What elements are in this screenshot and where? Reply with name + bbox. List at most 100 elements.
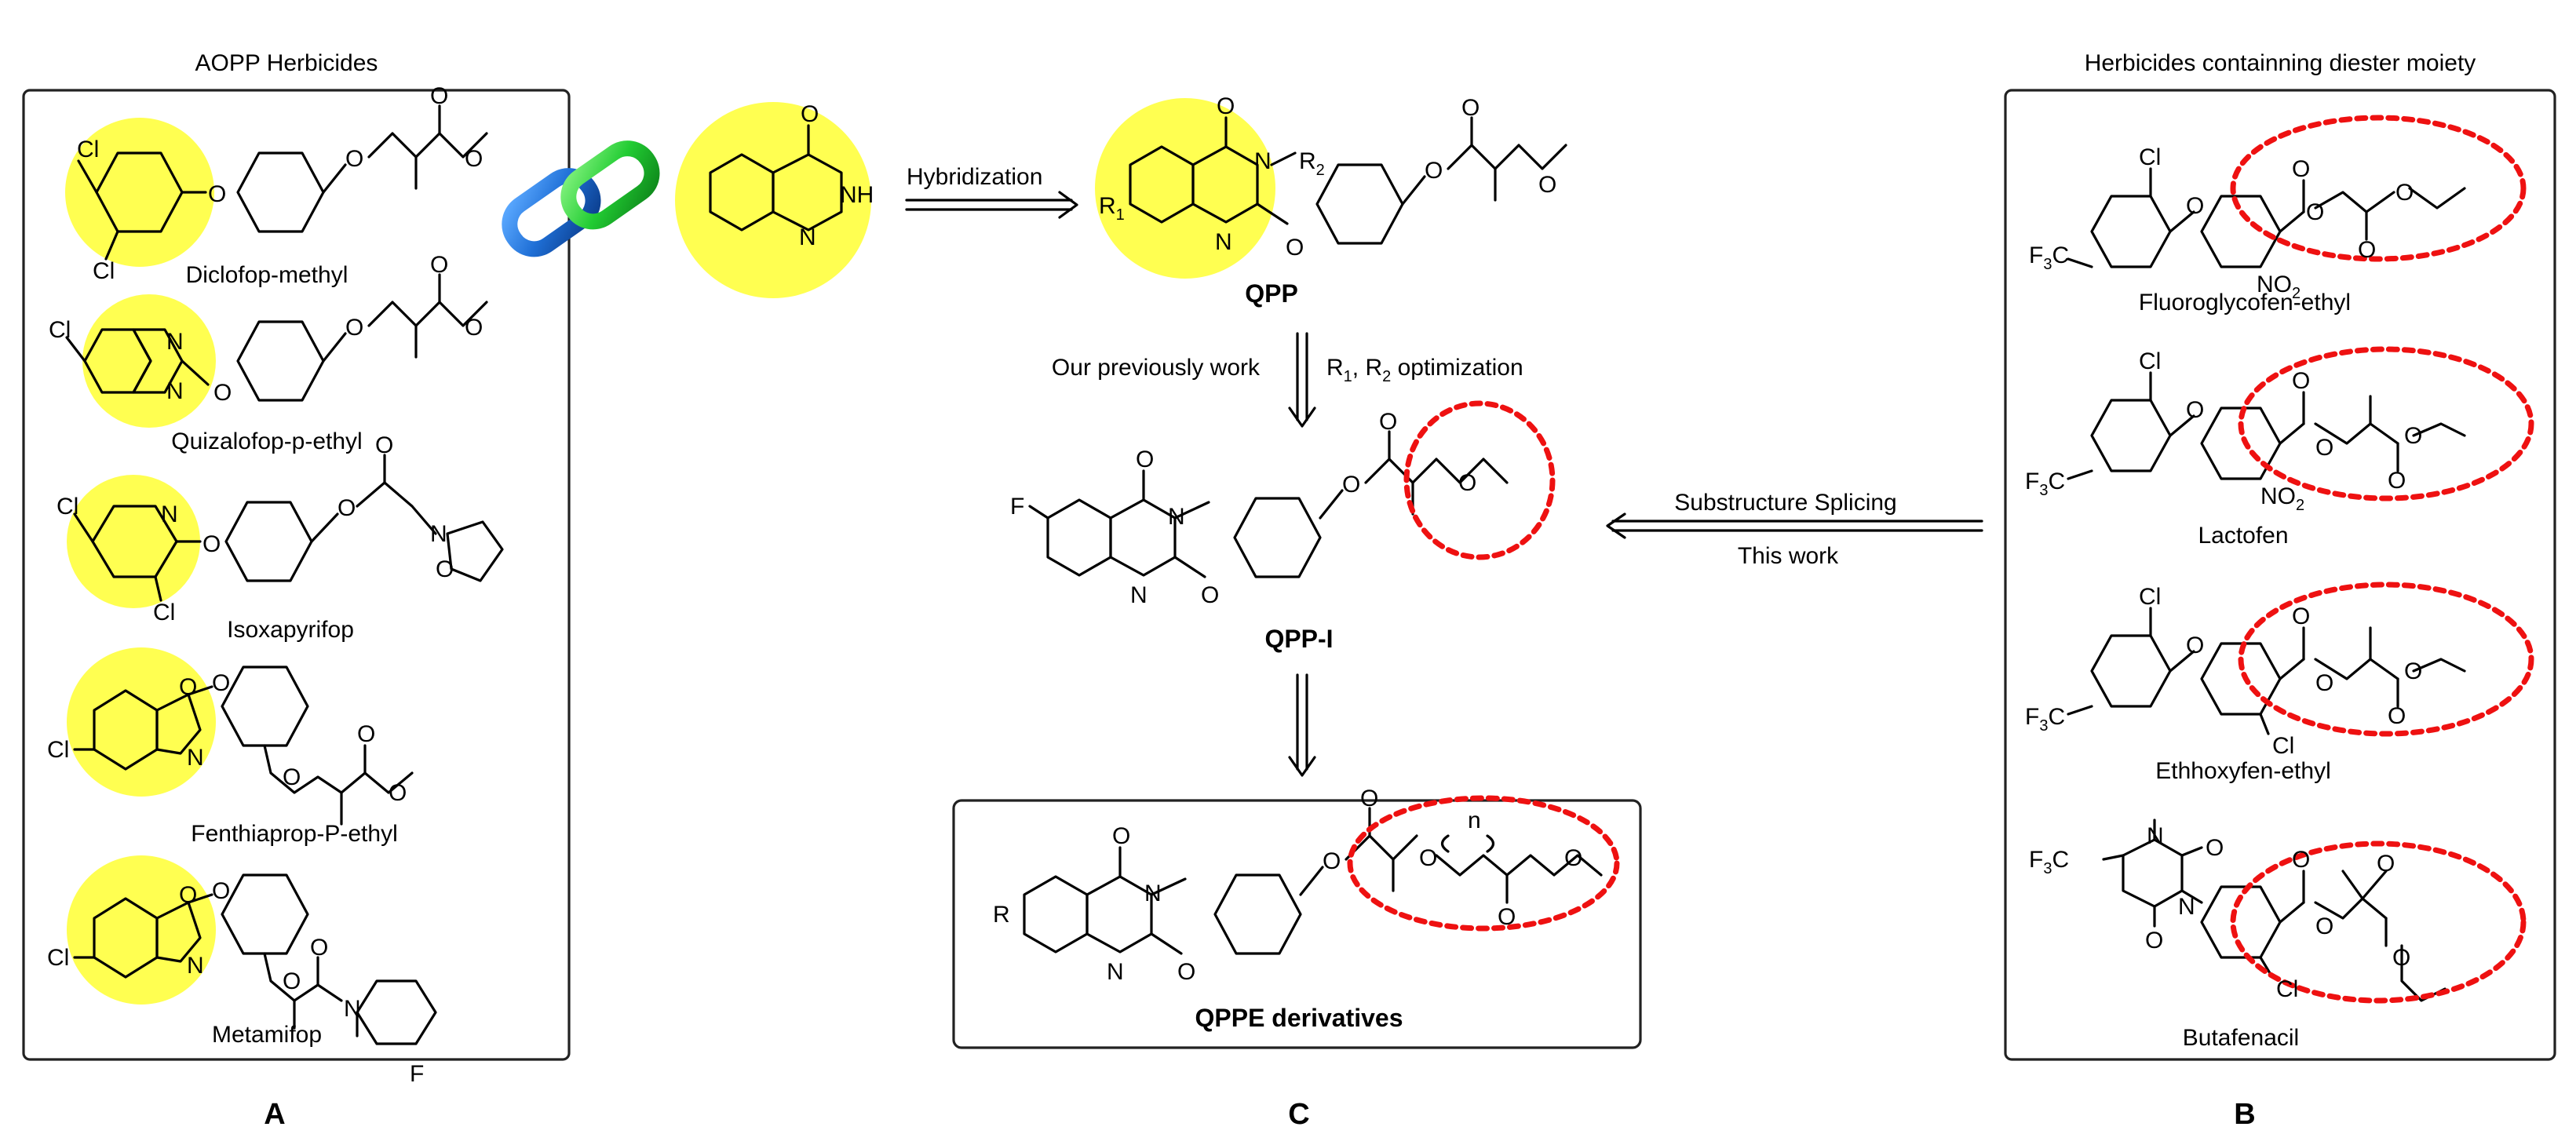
atom-o: O (2186, 193, 2204, 219)
highlight-circle (67, 855, 216, 1005)
panel-letter-a: A (264, 1098, 285, 1131)
qpp-i-label: QPP-I (1264, 625, 1333, 653)
qppe-derivatives-label: QPPE derivatives (1195, 1004, 1403, 1032)
atom-n: N (2147, 823, 2164, 849)
atom-nh: NH (840, 182, 874, 208)
atom-no2: NO2 (2260, 483, 2304, 514)
atom-o: O (2388, 468, 2406, 494)
atom-f3c: F3C (2025, 469, 2065, 499)
atom-o: O (2186, 633, 2204, 658)
atom-cl: Cl (77, 137, 99, 162)
ethhoxyfen-ethyl-structure (2067, 582, 2534, 737)
panel-letter-b: B (2234, 1098, 2255, 1131)
diester-highlight-outline (2230, 115, 2527, 262)
atom-o: O (2306, 199, 2324, 225)
atom-no2: NO2 (2257, 272, 2301, 302)
diester-highlight-outline (1347, 795, 1620, 932)
panel-b-title: Herbicides containning diester moiety (2085, 50, 2476, 76)
diester-highlight-outline (2238, 582, 2534, 737)
atom-n: N (1144, 881, 1162, 906)
atom-o: O (2315, 913, 2333, 939)
atom-o: O (2392, 945, 2410, 971)
fenthiaprop-p-ethyl-structure (67, 647, 414, 826)
atom-o: O (1217, 93, 1235, 119)
atom-n-index: n (1468, 808, 1481, 833)
atom-o: O (1419, 845, 1437, 871)
atom-n: N (344, 996, 361, 1022)
atom-n: N (161, 501, 178, 527)
optimization-arrow (1288, 332, 1316, 428)
atom-n: N (1107, 959, 1124, 985)
highlight-circle (1095, 98, 1275, 279)
atom-o: O (345, 146, 363, 172)
panel-a-title: AOPP Herbicides (195, 50, 378, 76)
atom-o: O (1112, 823, 1130, 849)
splicing-arrow (1606, 512, 1983, 539)
diclofop-methyl-structure (65, 104, 488, 267)
derivatization-arrow (1288, 673, 1316, 777)
atom-n: N (2178, 894, 2195, 920)
atom-o: O (1379, 409, 1397, 435)
qpp-label: QPP (1245, 279, 1298, 308)
atom-cl: Cl (2139, 584, 2161, 610)
atom-o: O (2395, 180, 2414, 206)
atom-o: O (213, 380, 232, 406)
atom-o: O (212, 670, 230, 696)
highlight-circle (65, 118, 214, 267)
diester-highlight-outline (2230, 841, 2527, 1004)
atom-o: O (179, 674, 197, 700)
atom-o: O (2358, 237, 2376, 263)
compound-label: Quizalofop-p-ethyl (171, 428, 362, 454)
atom-cl: Cl (57, 494, 78, 520)
atom-n: N (1168, 504, 1185, 530)
compound-label: Fluoroglycofen-ethyl (2139, 290, 2351, 315)
qppe-structure (1023, 795, 1620, 955)
atom-o: O (389, 780, 407, 806)
atom-o: O (430, 252, 448, 278)
atom-n: N (1215, 229, 1232, 255)
qppe-derivatives-box (952, 799, 1642, 1049)
atom-o: O (2292, 603, 2310, 629)
hybridization-arrow (905, 191, 1078, 219)
atom-o: O (2292, 368, 2310, 394)
atom-o: O (2315, 435, 2333, 461)
diester-highlight-outline (2238, 346, 2534, 501)
ester-highlight-outline (1403, 400, 1556, 560)
compound-label: Ethhoxyfen-ethyl (2155, 758, 2330, 784)
atom-o: O (1342, 472, 1360, 498)
atom-n: N (1254, 148, 1272, 174)
atom-o: O (1323, 848, 1341, 874)
atom-cl: Cl (2276, 976, 2298, 1002)
atom-n: N (166, 378, 184, 404)
panel-letter-c: C (1288, 1098, 1309, 1131)
atom-o: O (1458, 470, 1476, 496)
atom-n: N (187, 953, 204, 979)
atom-o: O (357, 721, 375, 747)
atom-r1: R1 (1099, 193, 1125, 224)
hybridization-label: Hybridization (907, 164, 1042, 190)
atom-f3c: F3C (2029, 847, 2069, 877)
highlight-circle (67, 475, 200, 608)
atom-o: O (1177, 959, 1195, 985)
atom-f3c: F3C (2029, 242, 2069, 273)
atom-f: F (1010, 494, 1024, 520)
atom-o: O (430, 83, 448, 109)
atom-o: O (208, 181, 226, 207)
atom-o: O (2145, 928, 2163, 954)
phenyl-ring (236, 151, 325, 233)
atom-r: R (993, 902, 1010, 928)
compound-label: Metamifop (212, 1022, 322, 1048)
atom-cl: Cl (2139, 144, 2161, 170)
atom-o: O (212, 878, 230, 904)
atom-o: O (203, 531, 221, 557)
this-work-label: This work (1738, 543, 1839, 569)
previous-work-label: Our previously work (1052, 355, 1261, 381)
highlight-circle (67, 647, 216, 797)
atom-n: N (1130, 582, 1148, 608)
atom-f3c: F3C (2025, 704, 2065, 735)
fluoroglycofen-ethyl-structure (2067, 115, 2527, 268)
substructure-splicing-label: Substructure Splicing (1674, 490, 1896, 516)
atom-o: O (1538, 172, 1556, 198)
butafenacil-structure (2102, 819, 2527, 1004)
compound-label: Isoxapyrifop (227, 617, 354, 643)
